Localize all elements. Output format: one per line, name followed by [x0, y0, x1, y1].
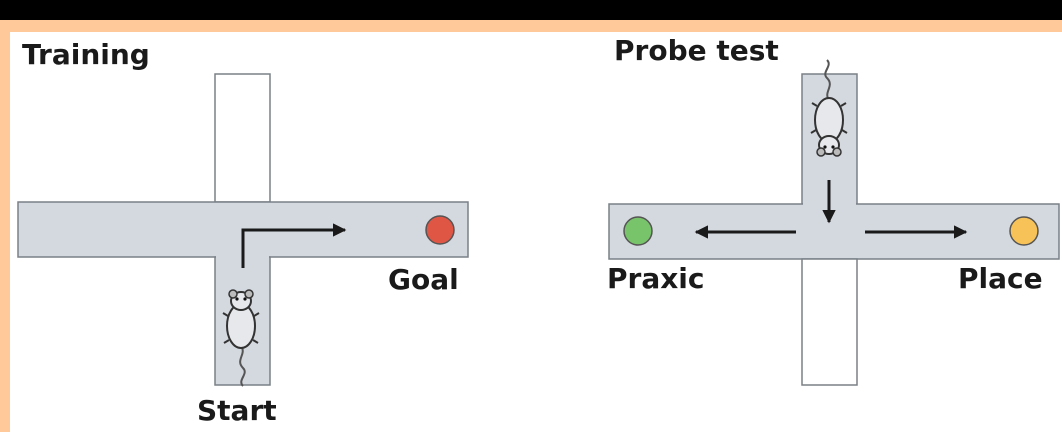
praxic-label: Praxic — [607, 262, 704, 295]
probe-maze — [608, 73, 1060, 386]
goal-marker-icon — [425, 215, 455, 245]
start-label: Start — [197, 394, 277, 427]
goal-label: Goal — [388, 263, 459, 296]
probe-maze-south-arm — [801, 258, 858, 386]
praxic-marker-icon — [623, 216, 653, 246]
training-title: Training — [22, 38, 150, 71]
turn-right-arrow-icon — [241, 223, 347, 268]
place-label: Place — [958, 262, 1043, 295]
place-marker-icon — [1009, 216, 1039, 246]
training-panel: Training Goal Start — [17, 38, 469, 427]
training-maze-north-arm — [214, 73, 271, 203]
probe-title: Probe test — [614, 34, 779, 67]
probe-panel: Probe test Praxic Place — [607, 34, 1060, 386]
